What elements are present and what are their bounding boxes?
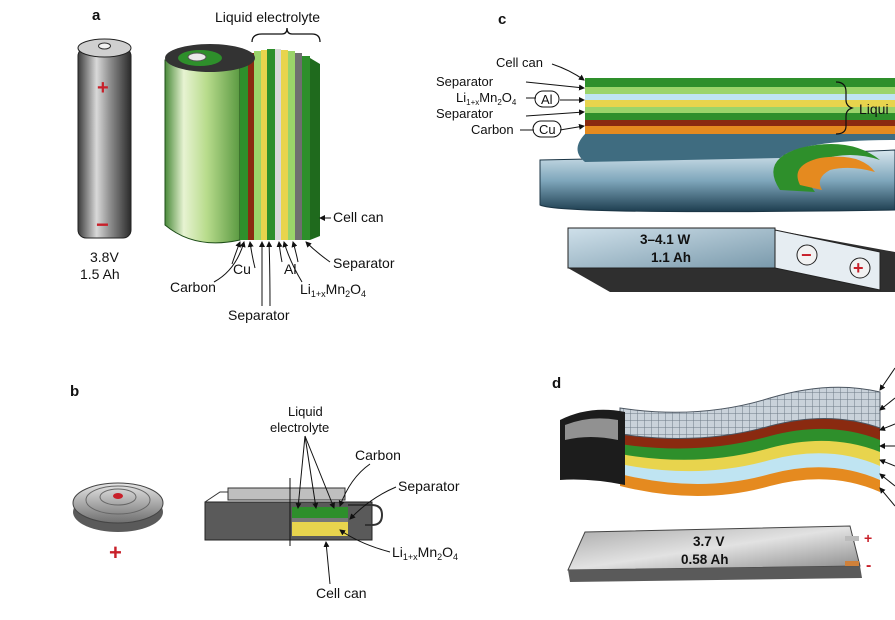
label-liquid-electrolyte: Liquid electrolyte (215, 9, 320, 25)
label-separator-bottom: Separator (228, 307, 290, 323)
spec-capacity: 1.1 Ah (651, 250, 691, 265)
label-liquid-2: electrolyte (270, 420, 329, 435)
al-callout (534, 90, 560, 108)
coin-cell: + (72, 482, 164, 565)
layer-brace (835, 81, 854, 135)
label-lmo: Li1+xMn2O4 (456, 90, 517, 107)
spec-capacity: 0.58 Ah (681, 552, 729, 567)
coin-cross-section (204, 478, 384, 546)
small-cylindrical-cell: + − (77, 38, 132, 239)
panel-d-leaders (879, 367, 895, 507)
panel-d: d + - 3.7 V (552, 367, 895, 582)
small-cell-voltage: 3.8V (90, 249, 119, 265)
label-liquid-1: Liquid (288, 404, 323, 419)
plus-terminal: + (853, 258, 864, 278)
label-separator-1: Separator (436, 74, 494, 89)
minus-terminal: − (801, 245, 812, 265)
panel-b: b + Liquid electrolyte Carbon Separator … (70, 383, 460, 601)
label-carbon: Carbon (355, 447, 401, 463)
panel-a-letter: a (92, 7, 101, 24)
electrolyte-brace (251, 27, 321, 43)
small-cell-capacity: 1.5 Ah (80, 266, 120, 282)
panel-c-letter: c (498, 11, 506, 28)
label-lmo: Li1+xMn2O4 (392, 544, 458, 562)
label-separator-2: Separator (436, 106, 494, 121)
label-cu: Cu (233, 261, 251, 277)
spec-voltage: 3.7 V (693, 534, 725, 549)
cu-callout (532, 120, 562, 138)
label-lmo: Li1+xMn2O4 (300, 281, 366, 299)
spec-power: 3–4.1 W (640, 232, 691, 247)
minus-sign: − (96, 212, 109, 237)
panel-c: c Cell can Separator Li1+xMn2O4 Al Separ… (436, 11, 895, 292)
minus-terminal: - (866, 557, 871, 574)
label-cell-can: Cell can (316, 585, 367, 601)
cutaway-cylindrical-cell (164, 44, 320, 244)
panel-a-leaders (213, 241, 331, 307)
flexible-pouch-layers (560, 386, 881, 496)
plus-sign: + (97, 77, 109, 99)
flat-prismatic-cell: − + (567, 227, 895, 292)
label-cell-can: Cell can (333, 209, 384, 225)
panel-c-leaders (520, 63, 584, 130)
panel-d-letter: d (552, 375, 561, 392)
label-separator-right: Separator (333, 255, 395, 271)
label-carbon: Carbon (471, 122, 514, 137)
plus-sign: + (109, 540, 122, 565)
panel-a: a + − 3.8V 1.5 Ah (77, 7, 395, 323)
panel-b-leaders (295, 435, 397, 585)
label-al: Al (541, 92, 553, 107)
label-liquid-cut: Liqui (859, 101, 889, 117)
prismatic-layers (539, 78, 895, 213)
plus-terminal: + (864, 530, 872, 546)
label-carbon: Carbon (170, 279, 216, 295)
panel-b-letter: b (70, 383, 79, 400)
label-separator: Separator (398, 478, 460, 494)
label-cell-can: Cell can (496, 55, 543, 70)
flat-pouch-cell (567, 525, 862, 582)
label-cu: Cu (539, 122, 556, 137)
